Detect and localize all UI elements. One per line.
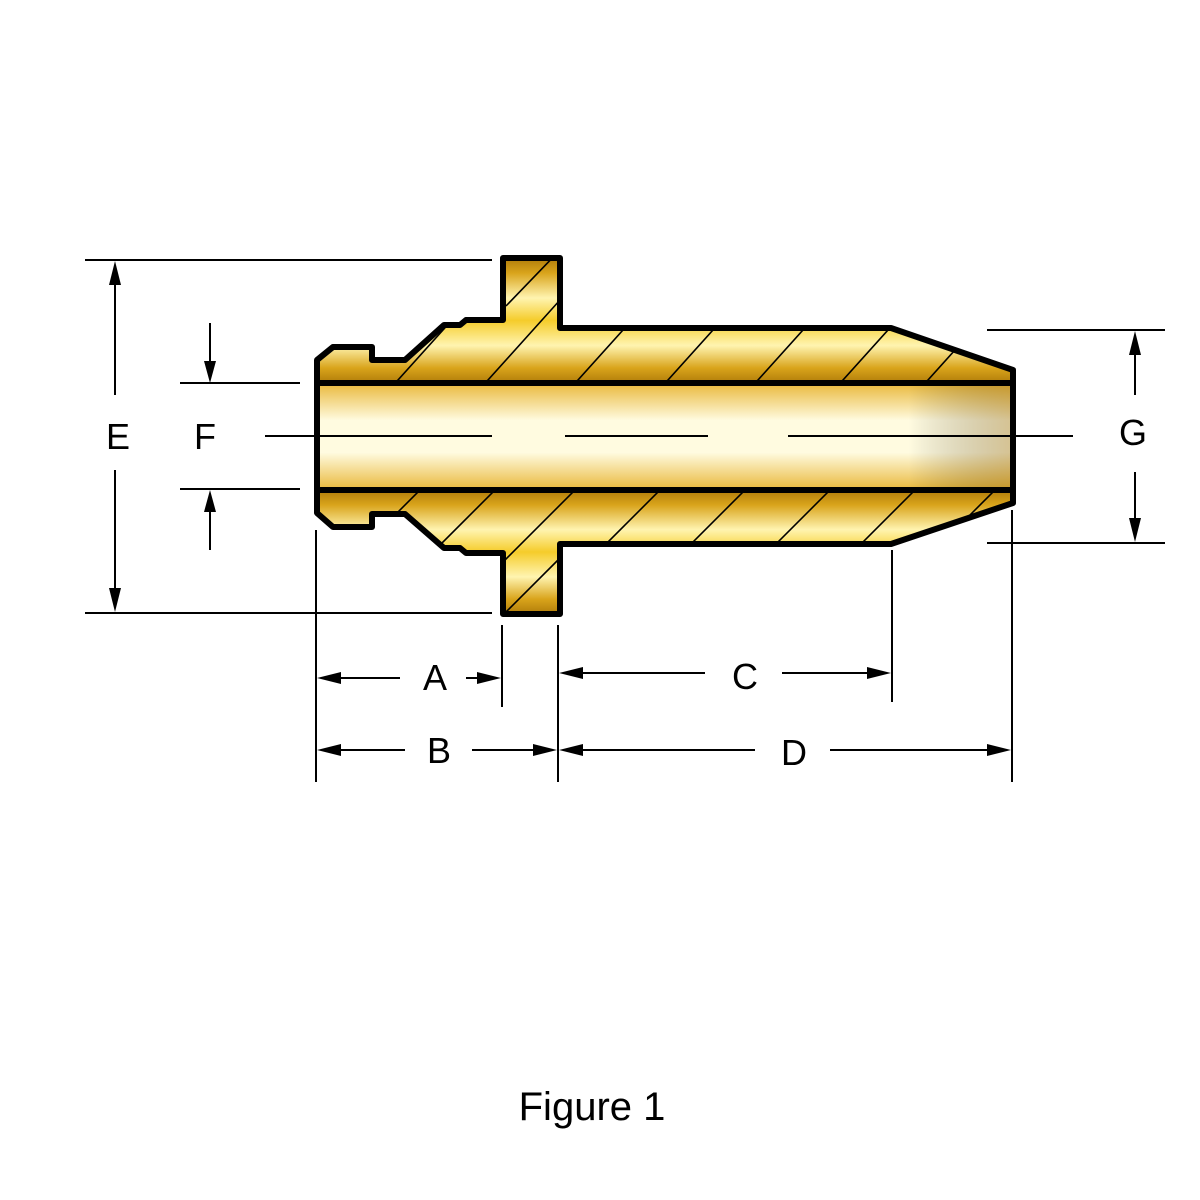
extension-lines bbox=[85, 259, 1165, 782]
label-e: E bbox=[106, 416, 130, 457]
arrowhead-g-top bbox=[1129, 331, 1141, 355]
arrowhead-c-right bbox=[867, 667, 891, 679]
figure-caption: Figure 1 bbox=[518, 1085, 666, 1129]
label-f: F bbox=[194, 416, 216, 457]
dimension-e bbox=[109, 261, 121, 612]
arrowhead-f-bottom bbox=[204, 490, 216, 512]
dimension-b bbox=[317, 744, 557, 756]
label-c: C bbox=[732, 656, 758, 697]
dimension-c bbox=[559, 667, 891, 679]
dimension-a bbox=[317, 672, 501, 684]
dimension-d bbox=[559, 744, 1011, 756]
arrowhead-a-left bbox=[317, 672, 341, 684]
label-b: B bbox=[427, 730, 451, 771]
arrowhead-g-bottom bbox=[1129, 518, 1141, 542]
label-g: G bbox=[1119, 412, 1147, 453]
arrowhead-f-top bbox=[204, 361, 216, 383]
arrowhead-d-right bbox=[987, 744, 1011, 756]
arrowhead-e-top bbox=[109, 261, 121, 285]
arrowhead-b-left bbox=[317, 744, 341, 756]
arrowhead-d-left bbox=[559, 744, 583, 756]
arrowhead-a-right bbox=[477, 672, 501, 684]
dimension-f bbox=[204, 323, 216, 550]
label-a: A bbox=[423, 657, 447, 698]
dimension-g bbox=[1129, 331, 1141, 542]
arrowhead-c-left bbox=[559, 667, 583, 679]
arrowhead-b-right bbox=[533, 744, 557, 756]
label-d: D bbox=[781, 732, 807, 773]
arrowhead-e-bottom bbox=[109, 588, 121, 612]
